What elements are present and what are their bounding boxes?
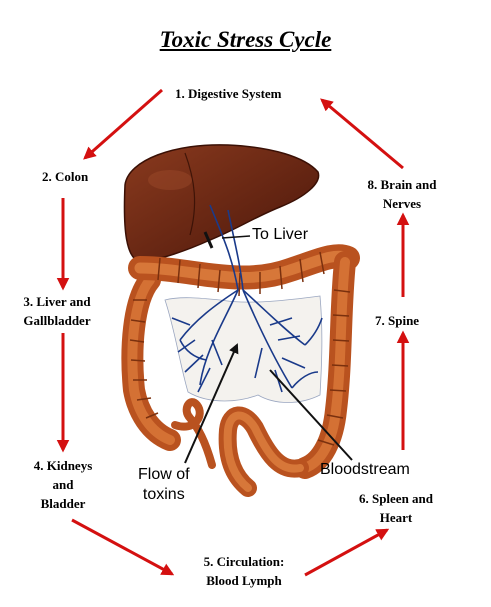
step-5-circulation: 5. Circulation: Blood Lymph [203,554,285,588]
gallbladder-duct [203,231,214,249]
step-1-digestive-system: 1. Digestive System [175,86,282,101]
mesentery [164,295,323,403]
step-2-colon: 2. Colon [42,169,89,184]
flow-leader [184,343,239,464]
appendix [171,398,216,469]
blood-vessels [171,204,323,393]
arrow-1-to-2 [83,88,163,160]
to-liver-label: To Liver [252,226,309,243]
step-6-spleen-heart: 6. Spleen and Heart [358,491,434,525]
cycle-arrows [56,88,410,577]
diagram-title: Toxic Stress Cycle [159,27,332,52]
liver [123,144,320,263]
step-3-liver-gallbladder: 3. Liver and Gallbladder [23,294,91,328]
flow-of-toxins-label: Flow of toxins [138,466,190,503]
step-7-spine: 7. Spine [375,313,420,328]
arrow-8-to-1 [320,98,404,170]
step-8-brain-nerves: 8. Brain and Nerves [367,177,437,211]
digestive-illustration [121,144,360,497]
arrow-4-to-5 [71,518,175,576]
bloodstream-leader [269,369,353,461]
bloodstream-label: Bloodstream [320,461,410,478]
arrow-5-to-6 [304,528,390,577]
step-4-kidneys-bladder: 4. Kidneys and Bladder [33,458,93,511]
to-liver-leader [221,235,251,239]
